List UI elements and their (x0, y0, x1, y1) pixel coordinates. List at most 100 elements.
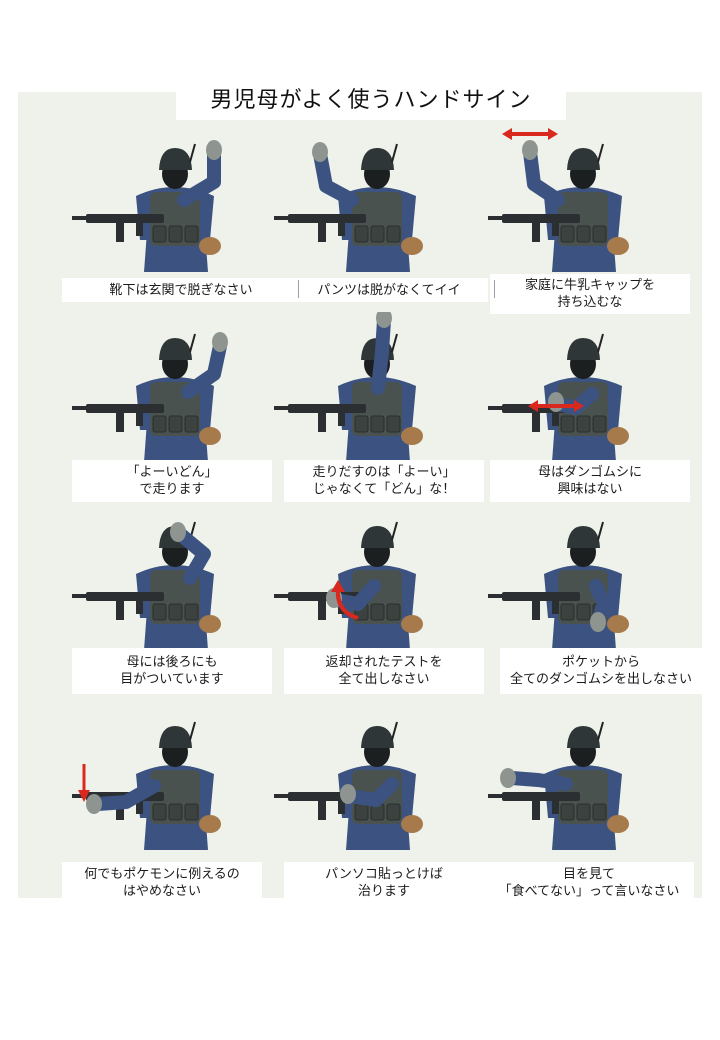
caption-line: で走ります (139, 482, 205, 497)
soldier-figure (274, 142, 423, 272)
soldier-figure (72, 332, 228, 462)
soldier-figure (274, 312, 423, 462)
tan-pouch (607, 815, 629, 833)
vest-pouch (560, 225, 575, 243)
caption-line: 「食べてない」って言いなさい (498, 884, 680, 899)
rifle (488, 592, 580, 620)
red-arrow-left-right-icon (528, 400, 584, 412)
page-title: 男児母がよく使うハンドサイン (176, 80, 566, 120)
tan-pouch (607, 615, 629, 633)
vest-pouch (576, 225, 591, 243)
rifle (72, 592, 164, 620)
soldier-figure (274, 521, 423, 650)
tan-pouch (607, 427, 629, 445)
vest-pouch (354, 415, 369, 433)
caption-line: 走りだすのは「よーい」 (312, 465, 456, 480)
hand-sign-caption: 何でもポケモンに例えるのはやめなさい (62, 862, 262, 904)
vest-pouch (576, 603, 591, 621)
vest-pouch (386, 415, 401, 433)
hand-sign-caption: 走りだすのは「よーい」じゃなくて「どん」な！ (284, 460, 484, 502)
glove-hand (376, 312, 392, 328)
vest-pouch (370, 225, 385, 243)
caption-line: 興味はない (557, 482, 623, 497)
gesture-arm (177, 145, 221, 207)
soldier-figure (488, 333, 629, 462)
hand-sign-illustration (274, 721, 423, 850)
radio-antenna (597, 143, 604, 163)
gesture-arm (181, 339, 227, 399)
helmet (567, 148, 600, 170)
soldier-figure (488, 521, 629, 650)
radio-antenna (597, 333, 604, 353)
tan-pouch (199, 427, 221, 445)
vest-pouch (576, 803, 591, 821)
vest-pouch (354, 225, 369, 243)
tan-pouch (401, 237, 423, 255)
hand-sign-panel (472, 500, 700, 650)
vest-pouch (168, 225, 183, 243)
helmet (159, 148, 192, 170)
soldier-figure (72, 521, 221, 650)
glove-hand (312, 142, 328, 162)
tan-pouch (401, 815, 423, 833)
helmet (567, 338, 600, 360)
caption-line: はやめなさい (122, 884, 201, 899)
hand-sign-panel (472, 700, 700, 850)
radio-antenna (391, 333, 398, 353)
vest-pouch (184, 225, 199, 243)
rifle (72, 404, 164, 432)
radio-antenna (189, 721, 196, 741)
hand-sign-illustration (274, 312, 423, 462)
hand-sign-panel (266, 700, 494, 850)
rifle (274, 404, 366, 432)
hand-sign-caption: 母はダンゴムシに興味はない (490, 460, 690, 502)
caption-line: 母には後ろにも (126, 655, 218, 670)
helmet (567, 726, 600, 748)
vest-pouch (592, 803, 607, 821)
red-arrow-down-icon (78, 764, 90, 802)
caption-line: 全て出しなさい (338, 672, 430, 687)
helmet (361, 148, 394, 170)
hand-sign-illustration (72, 721, 221, 850)
vest-pouch (576, 415, 591, 433)
hand-sign-caption: ポケットから全てのダンゴムシを出しなさい (500, 648, 702, 694)
tan-pouch (401, 427, 423, 445)
vest-pouch (386, 603, 401, 621)
caption-line: 返却されたテストを (325, 655, 443, 670)
caption-line: じゃなくて「どん」な！ (312, 482, 456, 497)
glove-hand (548, 392, 564, 412)
vest-pouch (354, 803, 369, 821)
hand-sign-illustration (72, 140, 222, 272)
radio-antenna (597, 521, 604, 541)
rifle (488, 214, 580, 242)
rifle (72, 214, 164, 242)
hand-sign-panel (472, 312, 700, 462)
caption-line: ポケットから (561, 655, 640, 670)
radio-antenna (391, 721, 398, 741)
vest-pouch (560, 803, 575, 821)
hand-sign-illustration (488, 128, 629, 272)
vest-pouch (386, 225, 401, 243)
radio-antenna (189, 333, 196, 353)
caption-line: 家庭に牛乳キャップを (524, 278, 655, 293)
gesture-arm (505, 771, 573, 791)
gesture-arm (313, 147, 359, 207)
hand-sign-illustration (72, 332, 228, 462)
vest-pouch (168, 415, 183, 433)
glove-hand (170, 522, 186, 542)
vest-pouch (152, 415, 167, 433)
glove-hand (206, 140, 222, 160)
soldier-figure (488, 721, 629, 850)
vest-pouch (592, 415, 607, 433)
glove-hand (522, 140, 538, 160)
glove-hand (340, 784, 356, 804)
vest-pouch (184, 415, 199, 433)
radio-antenna (391, 521, 398, 541)
hand-sign-illustration (488, 333, 629, 462)
hand-sign-panel (266, 122, 494, 272)
soldier-figure (72, 721, 221, 850)
vest-pouch (152, 603, 167, 621)
vest-pouch (386, 803, 401, 821)
hand-sign-illustration (274, 521, 423, 650)
rifle (488, 792, 580, 820)
